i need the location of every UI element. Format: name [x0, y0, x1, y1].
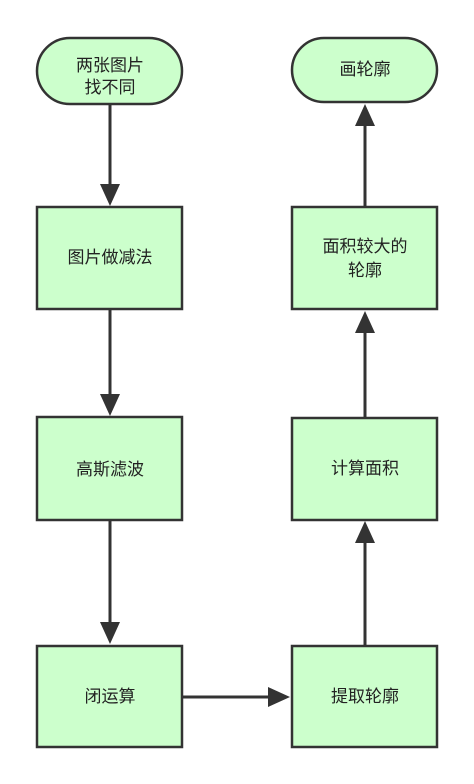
node-subtract[interactable]: 图片做减法 — [35, 205, 184, 311]
arrow-head-contours — [268, 687, 290, 707]
node-draw-shape — [290, 36, 439, 104]
node-area[interactable]: 计算面积 — [290, 416, 439, 522]
node-start-shape — [35, 36, 184, 106]
node-close-shape — [35, 644, 184, 749]
node-area-label: 计算面积 — [331, 459, 399, 479]
arrow-head-subtract — [100, 184, 120, 206]
node-start[interactable]: 两张图片 找不同 — [35, 36, 184, 106]
arrow-head-area — [355, 521, 375, 543]
node-blur[interactable]: 高斯滤波 — [35, 415, 184, 522]
arrow-head-blur — [100, 394, 120, 416]
arrow-head-draw — [355, 104, 375, 126]
node-start-label-line1: 两张图片 — [76, 56, 144, 76]
node-contours-shape — [290, 644, 439, 749]
node-largest-label-line2: 轮廓 — [348, 261, 382, 281]
edges — [100, 104, 375, 707]
node-start-label-line2: 找不同 — [85, 78, 136, 98]
node-close-label: 闭运算 — [85, 687, 136, 707]
node-subtract-shape — [35, 205, 184, 311]
node-draw[interactable]: 画轮廓 — [290, 36, 439, 104]
node-largest[interactable]: 面积较大的 轮廓 — [290, 205, 439, 311]
node-close[interactable]: 闭运算 — [35, 644, 184, 749]
arrow-head-largest — [355, 311, 375, 333]
node-contours-label: 提取轮廓 — [331, 687, 399, 707]
node-blur-shape — [35, 415, 184, 522]
node-largest-label-line1: 面积较大的 — [323, 237, 408, 257]
node-contours[interactable]: 提取轮廓 — [290, 644, 439, 749]
arrow-head-close — [100, 622, 120, 644]
node-blur-label: 高斯滤波 — [76, 460, 144, 480]
node-largest-shape — [290, 205, 439, 311]
node-draw-label: 画轮廓 — [340, 60, 391, 80]
node-area-shape — [290, 416, 439, 522]
node-subtract-label: 图片做减法 — [68, 248, 153, 268]
